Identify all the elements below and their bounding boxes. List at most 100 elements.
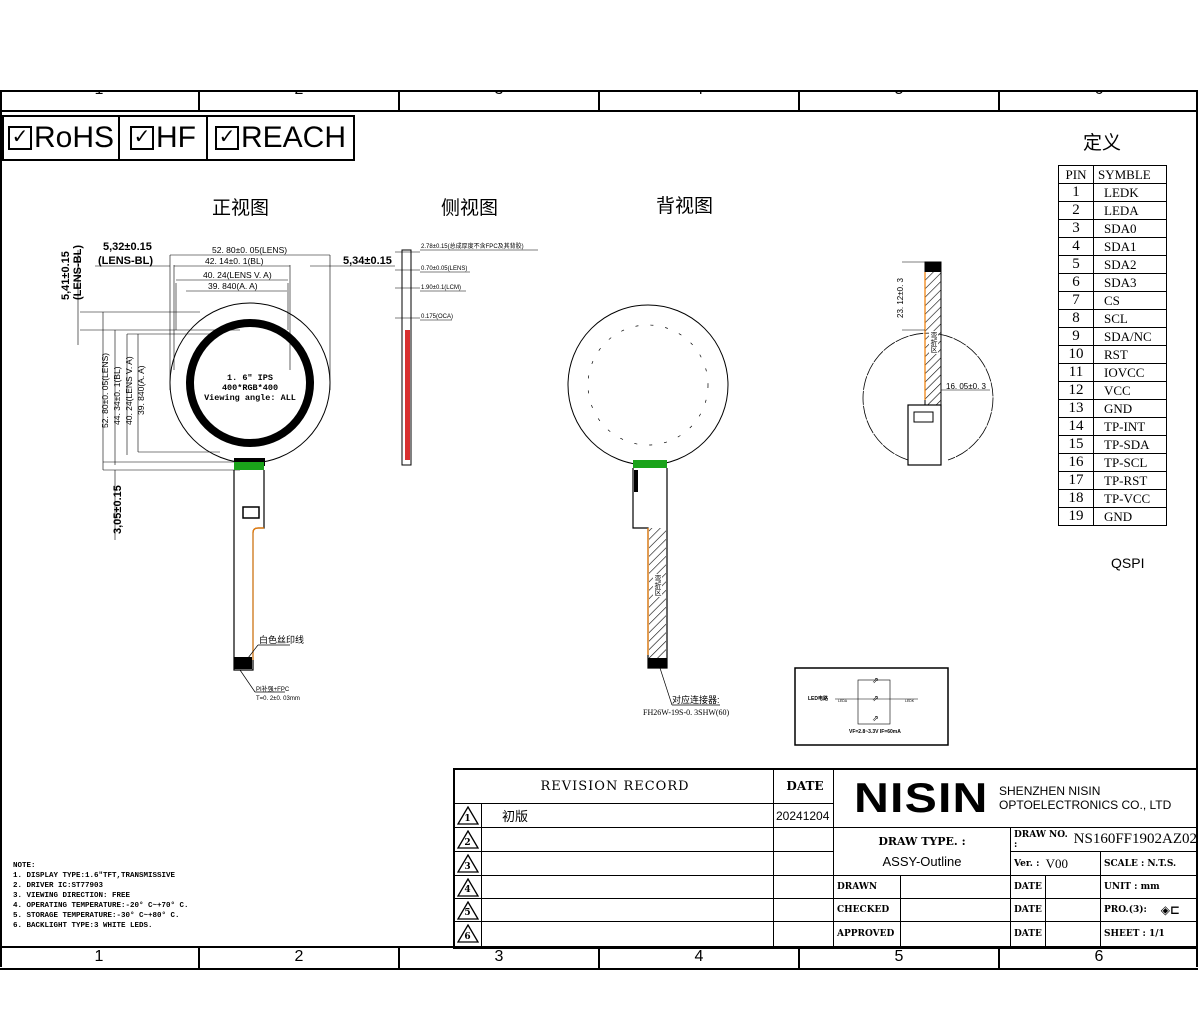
pin-number: 15 xyxy=(1058,435,1094,454)
front-view-labels: 5,32±0.15 (LENS-BL) 52. 80±0. 05(LENS) 4… xyxy=(60,241,392,702)
right-view xyxy=(862,261,994,466)
pin-number: 12 xyxy=(1058,381,1094,400)
revision-date xyxy=(773,851,834,876)
dim-oca-thickness: 0.175(OCA) xyxy=(421,314,453,320)
dim-top: 5,41±0.15 xyxy=(60,251,72,300)
dim-aa-width: 39. 840(A. A) xyxy=(208,281,258,291)
led-cathode: LEDK xyxy=(905,699,915,703)
pin-symbol: IOVCC xyxy=(1093,363,1167,382)
front-view xyxy=(77,250,395,693)
revision-description xyxy=(481,898,774,922)
dim-fpc-length: 23. 12±0. 3 xyxy=(896,277,905,318)
frame-left xyxy=(0,90,2,967)
zone-label: 1 xyxy=(0,92,200,110)
pin-symbol: TP-INT xyxy=(1093,417,1167,436)
approved-label: APPROVED xyxy=(833,921,901,947)
draw-number-cell: DRAW NO. : NS160FF1902AZ02 xyxy=(1010,827,1198,852)
dim-lens-bl-left-sub: (LENS-BL) xyxy=(98,255,153,267)
back-view-title: 背视图 xyxy=(656,195,714,217)
pin-symbol: SCL xyxy=(1093,309,1167,328)
zone-label: 2 xyxy=(200,948,400,968)
pin-number: 11 xyxy=(1058,363,1094,382)
back-view xyxy=(567,304,729,706)
pin-symbol: CS xyxy=(1093,291,1167,310)
right-view-bend-zone-label: 弯折区 xyxy=(929,331,938,354)
note-item: 3. VIEWING DIRECTION: FREE xyxy=(13,892,131,900)
draw-type-cell: DRAW TYPE. : ASSY-Outline xyxy=(833,827,1011,876)
pin-symbol: RST xyxy=(1093,345,1167,364)
zone-label: 4 xyxy=(600,948,800,968)
pin-symbol: TP-SDA xyxy=(1093,435,1167,454)
approved-date-label: DATE xyxy=(1010,921,1046,947)
pin-number: 7 xyxy=(1058,291,1094,310)
revision-header: REVISION RECORD xyxy=(453,768,774,804)
top-zone-row: 1 2 3 4 5 6 xyxy=(0,90,1198,112)
drawn-value xyxy=(900,875,1011,899)
revision-triangle-icon xyxy=(457,830,479,849)
revision-description xyxy=(481,875,774,899)
pin-number: 4 xyxy=(1058,237,1094,256)
note-item: 6. BACKLIGHT TYPE:3 WHITE LEDS. xyxy=(13,922,153,930)
side-view-labels: 2.78±0.15(总成厚度不含FPC及其背胶) 0.70±0.05(LENS)… xyxy=(421,242,524,320)
pin-number: 17 xyxy=(1058,471,1094,490)
pin-number: 5 xyxy=(1058,255,1094,274)
dim-lens-bl-left: 5,32±0.15 xyxy=(103,241,152,253)
zone-label: 5 xyxy=(800,92,1000,110)
checkbox-icon: ✓ xyxy=(214,126,239,150)
frame-right xyxy=(1196,90,1198,967)
revision-description xyxy=(481,851,774,876)
pin-symbol: LEDK xyxy=(1093,183,1167,202)
revision-triangle-icon xyxy=(457,806,479,825)
projection-cell: PRO.(3):◈⊏ xyxy=(1100,898,1198,922)
back-view-labels: 对应连接器: FH26W-19S-0. 3SHW(60) xyxy=(643,694,730,717)
silk-line-label: 白色丝印线 xyxy=(259,634,304,645)
revision-date: 20241204 xyxy=(773,803,834,828)
dim-bl-width: 42. 14±0. 1(BL) xyxy=(205,256,264,266)
back-view-bend-zone-label: 弯折区 xyxy=(653,574,662,597)
checked-value xyxy=(900,898,1011,922)
company-logo-cell: NISIN SHENZHEN NISIN OPTOELECTRONICS CO.… xyxy=(833,768,1198,828)
approved-date-value xyxy=(1045,921,1101,947)
right-view-labels: 23. 12±0. 3 16. 05±0. 3 xyxy=(896,277,987,391)
pin-symbol: SDA/NC xyxy=(1093,327,1167,346)
dim-fpc-offset: 16. 05±0. 3 xyxy=(946,382,987,391)
zone-label: 1 xyxy=(0,948,200,968)
dim-lens-thickness: 0.70±0.05(LENS) xyxy=(421,266,467,272)
pin-number: 2 xyxy=(1058,201,1094,220)
checked-date-value xyxy=(1045,898,1101,922)
dim-bottom: 3,05±0.15 xyxy=(112,485,124,534)
stiffener-thickness: T=0. 2±0. 03mm xyxy=(256,696,300,702)
dim-total-thickness: 2.78±0.15(总成厚度不含FPC及其背胶) xyxy=(421,242,524,250)
pin-symbol: TP-VCC xyxy=(1093,489,1167,508)
pin-number: 18 xyxy=(1058,489,1094,508)
version-cell: Ver. : V00 xyxy=(1010,851,1101,876)
pin-symbol: TP-RST xyxy=(1093,471,1167,490)
pin-symbol: SDA1 xyxy=(1093,237,1167,256)
checked-label: CHECKED xyxy=(833,898,901,922)
revision-triangle-icon xyxy=(457,878,479,897)
panel-resolution: 400*RGB*400 xyxy=(222,383,278,393)
revision-triangle-icon xyxy=(457,924,479,943)
revision-number: 3 xyxy=(453,851,482,876)
revision-description: 初版 xyxy=(481,803,774,828)
scale-cell: SCALE : N.T.S. xyxy=(1100,851,1198,876)
pin-number: 3 xyxy=(1058,219,1094,238)
dim-lens-height: 52. 80±0. 05(LENS) xyxy=(100,353,110,428)
led-spec: VF=2.8~3.3V IF=60mA xyxy=(849,729,901,735)
zone-label: 3 xyxy=(400,948,600,968)
dim-top-sub: (LENS-BL) xyxy=(72,245,84,300)
interface-label: QSPI xyxy=(1111,555,1145,571)
projection-symbol-icon: ◈⊏ xyxy=(1160,903,1181,917)
note-item: 2. DRIVER IC:ST77903 xyxy=(13,882,104,890)
